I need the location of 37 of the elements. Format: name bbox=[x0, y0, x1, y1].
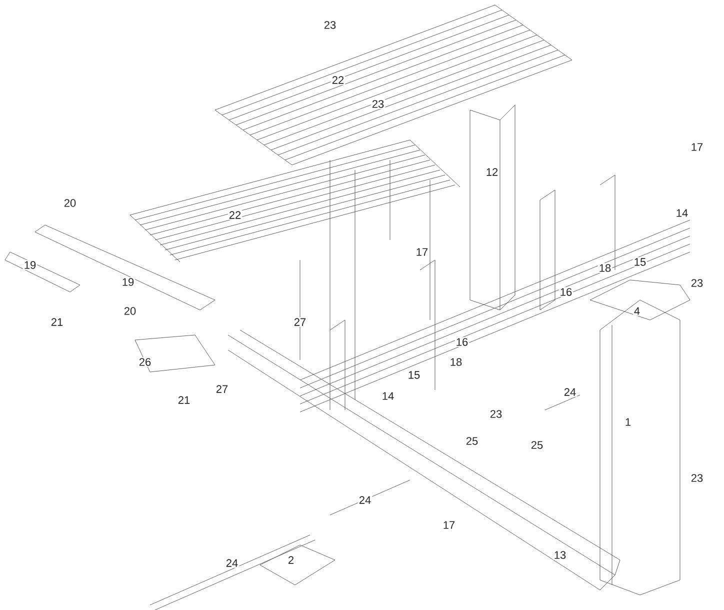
callout-number: 19 bbox=[120, 277, 136, 287]
callout-number: 23 bbox=[322, 20, 338, 30]
callout-number: 21 bbox=[50, 317, 64, 327]
callout-number: 17 bbox=[414, 247, 430, 257]
callout-number: 17 bbox=[690, 142, 704, 152]
callout-number: 14 bbox=[674, 208, 690, 218]
callout-number: 18 bbox=[448, 357, 464, 367]
callout-number: 23 bbox=[690, 278, 704, 288]
callout-number: 2 bbox=[286, 555, 296, 565]
callout-number: 23 bbox=[690, 473, 704, 483]
callout-number: 17 bbox=[442, 520, 456, 530]
callout-number: 4 bbox=[632, 306, 642, 316]
callout-number: 15 bbox=[632, 257, 648, 267]
callout-number: 15 bbox=[406, 370, 422, 380]
callout-number: 24 bbox=[562, 387, 578, 397]
callout-number: 21 bbox=[176, 395, 192, 405]
callout-number: 23 bbox=[370, 99, 386, 109]
callout-number: 25 bbox=[464, 436, 480, 446]
callout-number: 18 bbox=[598, 263, 612, 273]
callout-number: 23 bbox=[488, 409, 504, 419]
callout-number: 12 bbox=[484, 167, 500, 177]
callout-number: 14 bbox=[380, 391, 396, 401]
callout-number: 13 bbox=[552, 550, 568, 560]
callout-number: 24 bbox=[224, 558, 240, 568]
callout-number: 27 bbox=[292, 317, 308, 327]
callout-number: 27 bbox=[214, 384, 230, 394]
callout-number: 26 bbox=[138, 357, 152, 367]
callout-number: 19 bbox=[22, 260, 38, 270]
callout-number: 22 bbox=[228, 210, 242, 220]
callout-number: 25 bbox=[530, 440, 544, 450]
callout-number: 22 bbox=[330, 75, 346, 85]
callout-number: 20 bbox=[62, 198, 78, 208]
callout-number: 24 bbox=[358, 495, 372, 505]
callout-number: 16 bbox=[454, 337, 470, 347]
callout-number: 16 bbox=[558, 287, 574, 297]
callout-number: 20 bbox=[122, 306, 138, 316]
callout-number: 1 bbox=[624, 417, 632, 427]
